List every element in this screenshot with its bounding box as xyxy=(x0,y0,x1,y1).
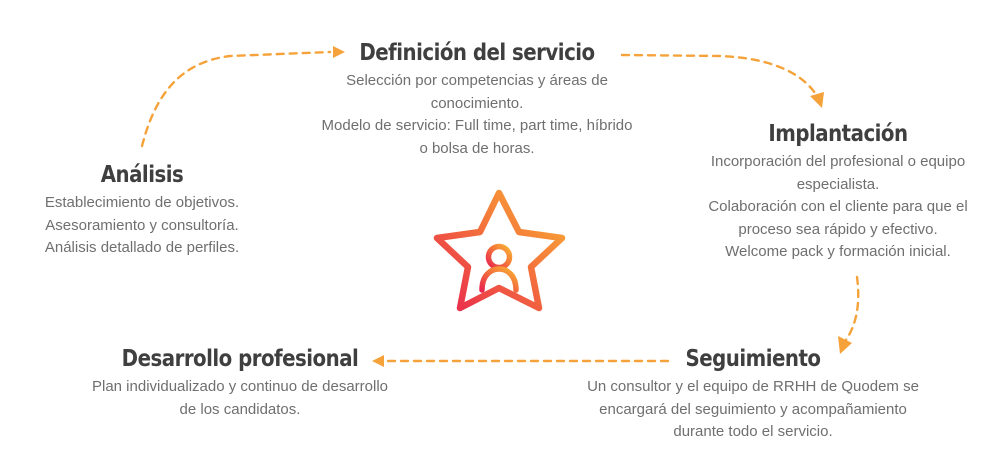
step-implantacion-line: Incorporación del profesional o equipo xyxy=(710,153,966,170)
step-definicion-line: o bolsa de horas. xyxy=(419,139,535,157)
step-implantacion: Implantación Incorporación del profesion… xyxy=(692,121,984,264)
step-seguimiento-title: Seguimiento xyxy=(685,346,821,372)
step-seguimiento-line: Un consultor y el equipo de RRHH de Quod… xyxy=(587,378,919,395)
step-seguimiento-line: durante todo el servicio. xyxy=(673,423,833,440)
step-analisis-description: Establecimiento de objetivos. Asesoramie… xyxy=(22,192,262,260)
arrow-seguimiento-to-desarrollo xyxy=(372,355,670,367)
arrow-definicion-to-implantacion xyxy=(620,53,824,108)
step-definicion: Definición del servicio Selección por co… xyxy=(302,40,652,160)
step-implantacion-line: Welcome pack y formación inicial. xyxy=(725,243,951,260)
step-analisis-line: Asesoramiento y consultoría. xyxy=(45,216,239,234)
step-desarrollo-line: Plan individualizado y continuo de desar… xyxy=(91,378,389,395)
step-analisis-line: Análisis detallado de perfiles. xyxy=(44,239,240,256)
step-desarrollo-description: Plan individualizado y continuo de desar… xyxy=(70,376,410,421)
step-implantacion-title: Implantación xyxy=(768,121,908,147)
star-person-icon xyxy=(433,189,566,312)
step-analisis-line: Establecimiento de objetivos. xyxy=(44,194,240,211)
step-definicion-description: Selección por competencias y áreas de co… xyxy=(302,70,652,160)
step-desarrollo-title: Desarrollo profesional xyxy=(121,346,359,372)
step-definicion-title: Definición del servicio xyxy=(359,40,595,66)
step-implantacion-line: especialista. xyxy=(796,175,880,193)
step-definicion-line: Selección por competencias y áreas de xyxy=(346,72,608,89)
step-implantacion-line: Colaboración con el cliente para que el xyxy=(708,198,968,215)
step-desarrollo: Desarrollo profesional Plan individualiz… xyxy=(70,346,410,421)
step-implantacion-description: Incorporación del profesional o equipo e… xyxy=(692,151,984,264)
arrow-analisis-to-definicion xyxy=(140,46,345,148)
step-implantacion-line: proceso sea rápido y efectivo. xyxy=(738,220,938,238)
step-definicion-line: Modelo de servicio: Full time, part time… xyxy=(321,117,633,134)
step-definicion-line: conocimiento. xyxy=(430,94,524,112)
step-analisis: Análisis Establecimiento de objetivos. A… xyxy=(22,162,262,260)
arrow-implantacion-to-seguimiento xyxy=(838,275,860,354)
step-seguimiento: Seguimiento Un consultor y el equipo de … xyxy=(568,346,938,444)
step-seguimiento-description: Un consultor y el equipo de RRHH de Quod… xyxy=(568,376,938,444)
step-desarrollo-line: de los candidatos. xyxy=(179,400,301,418)
step-seguimiento-line: encargará del seguimiento y acompañamien… xyxy=(599,400,907,418)
step-analisis-title: Análisis xyxy=(100,162,184,188)
